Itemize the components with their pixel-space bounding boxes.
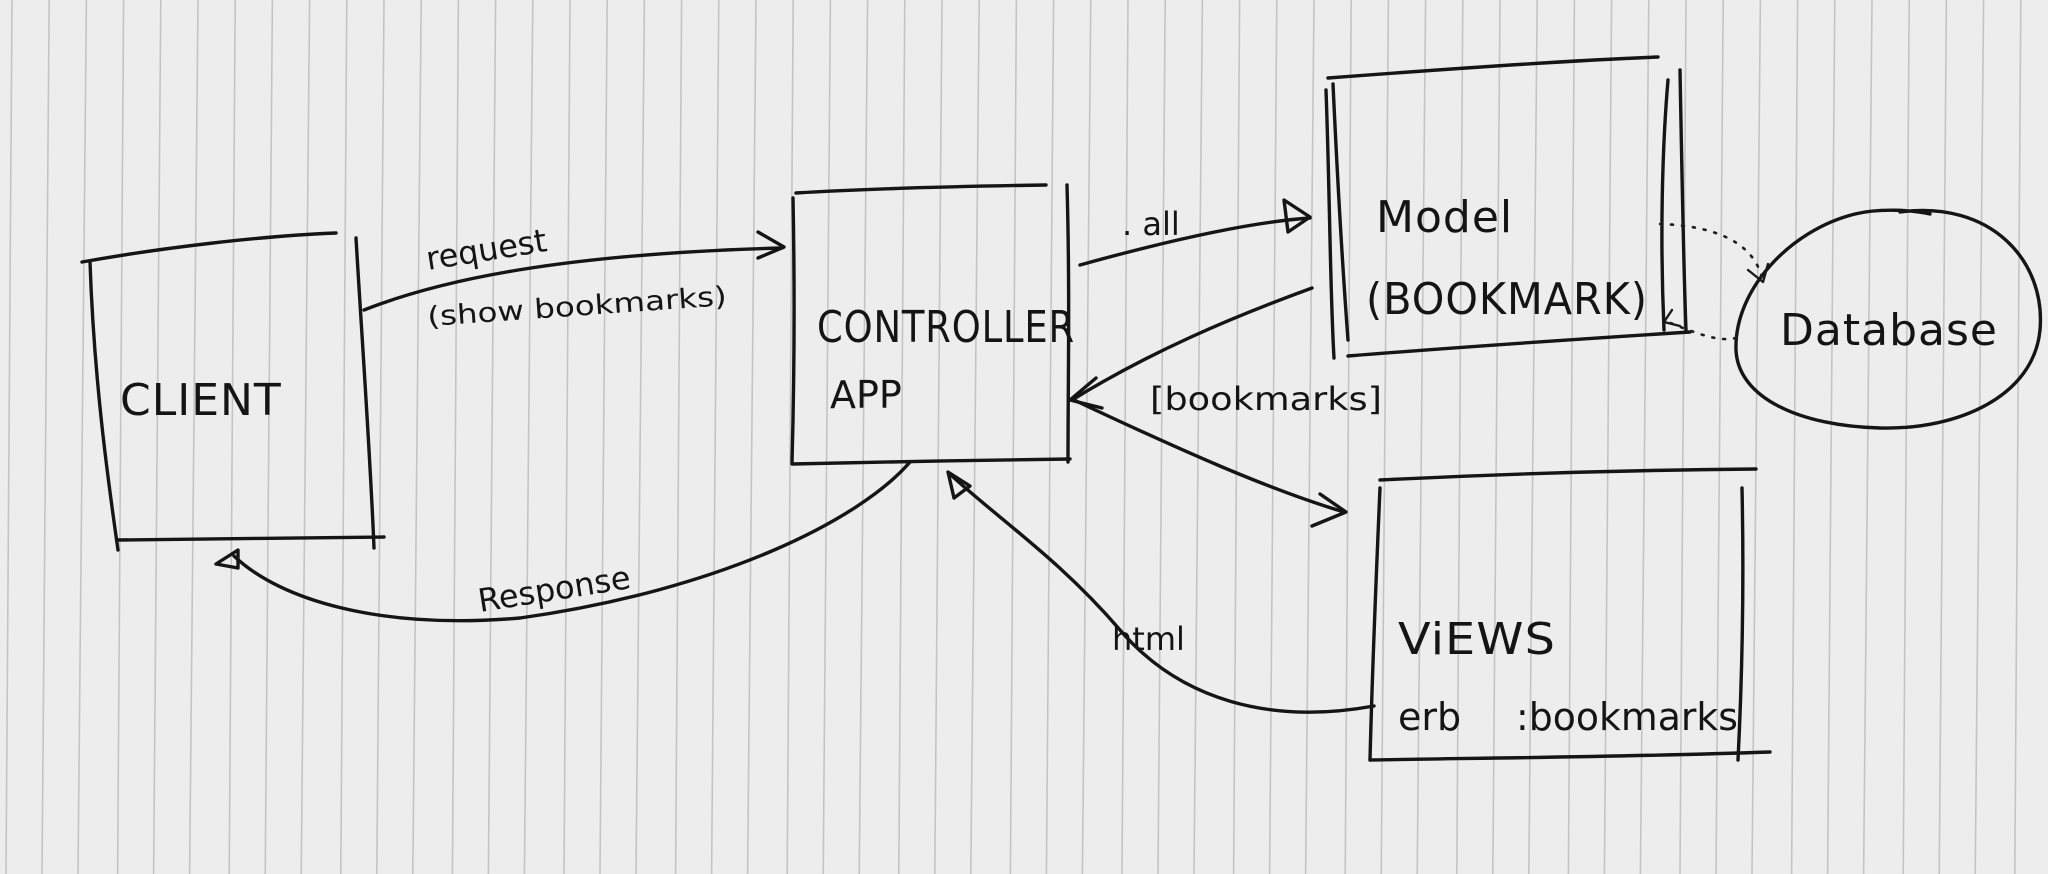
rule-line [77, 0, 88, 874]
model-box: Model (BOOKMARK) [1324, 55, 1692, 360]
rule-line [228, 0, 236, 874]
database-label: Database [1780, 305, 1998, 356]
rule-line [1715, 0, 1724, 874]
rule-line [1045, 0, 1055, 874]
rule-line [340, 0, 348, 874]
edge-bookmarks-return: [bookmarks] [1068, 286, 1382, 418]
notebook-rule-lines [5, 0, 2022, 874]
rule-line [412, 0, 422, 874]
rule-line [1790, 0, 1799, 874]
rule-line [2014, 0, 2022, 874]
rule-line [1751, 0, 1762, 874]
rule-line [1679, 0, 1687, 874]
edge-all: . all [1078, 198, 1312, 267]
controller-sublabel: APP [830, 373, 902, 417]
edge-html: html [946, 470, 1376, 714]
rule-line [1902, 0, 1910, 874]
rule-line [1974, 0, 1985, 874]
rule-line [1304, 0, 1315, 874]
rule-line [1121, 0, 1129, 874]
controller-box: CONTROLLER APP [790, 183, 1075, 466]
edge-all-label: . all [1122, 205, 1180, 243]
edge-request-note: (show bookmarks) [426, 281, 727, 333]
rule-line [523, 0, 534, 874]
rule-line [710, 0, 720, 874]
rule-line [674, 0, 683, 874]
views-sublabel-bookmarks: :bookmarks [1516, 695, 1738, 739]
rule-line [563, 0, 571, 874]
rule-line [188, 0, 199, 874]
rule-line [934, 0, 943, 874]
controller-label: CONTROLLER [817, 302, 1075, 353]
edge-response-label: Response [475, 558, 633, 620]
rule-line [1938, 0, 1948, 874]
rule-line [970, 0, 980, 874]
rule-line [1416, 0, 1427, 874]
rule-line [898, 0, 906, 874]
rule-line [1826, 0, 1836, 874]
views-box: ViEWS erb :bookmarks [1368, 467, 1772, 762]
client-label: CLIENT [120, 375, 282, 426]
rule-line [746, 0, 757, 874]
rule-line [1081, 0, 1092, 874]
database-ellipse: Database [1734, 208, 2043, 430]
rule-line [1603, 0, 1613, 874]
rule-line [1567, 0, 1576, 874]
rule-line [1639, 0, 1650, 874]
rule-line [41, 0, 50, 874]
rule-line [152, 0, 162, 874]
edge-controller-to-views [1072, 398, 1348, 528]
rule-line [451, 0, 460, 874]
rule-line [5, 0, 13, 874]
rule-line [1528, 0, 1538, 874]
edge-response: Response [214, 460, 912, 623]
rule-line [116, 0, 125, 874]
rule-line [786, 0, 794, 874]
edge-bookmarks-label: [bookmarks] [1150, 380, 1382, 418]
rule-line [376, 0, 385, 874]
rule-line [599, 0, 608, 874]
rule-line [1009, 0, 1018, 874]
rule-line [264, 0, 274, 874]
rule-line [1232, 0, 1241, 874]
rule-line [1456, 0, 1464, 874]
client-box: CLIENT [80, 231, 386, 552]
rule-line [1380, 0, 1390, 874]
rule-line [1492, 0, 1501, 874]
rule-line [1862, 0, 1873, 874]
rule-line [1344, 0, 1352, 874]
edge-request: request (show bookmarks) [362, 221, 786, 333]
views-sublabel-erb: erb [1398, 695, 1461, 739]
rule-line [1193, 0, 1204, 874]
rule-line [635, 0, 646, 874]
edge-html-label: html [1112, 620, 1185, 658]
model-label: Model [1376, 192, 1513, 243]
views-label: ViEWS [1398, 614, 1556, 665]
edge-model-database [1658, 222, 1770, 341]
rule-line [1157, 0, 1166, 874]
rule-line [858, 0, 869, 874]
rule-line [1268, 0, 1278, 874]
rule-line [487, 0, 497, 874]
rule-line [822, 0, 832, 874]
rule-line [300, 0, 311, 874]
model-sublabel: (BOOKMARK) [1366, 274, 1648, 325]
